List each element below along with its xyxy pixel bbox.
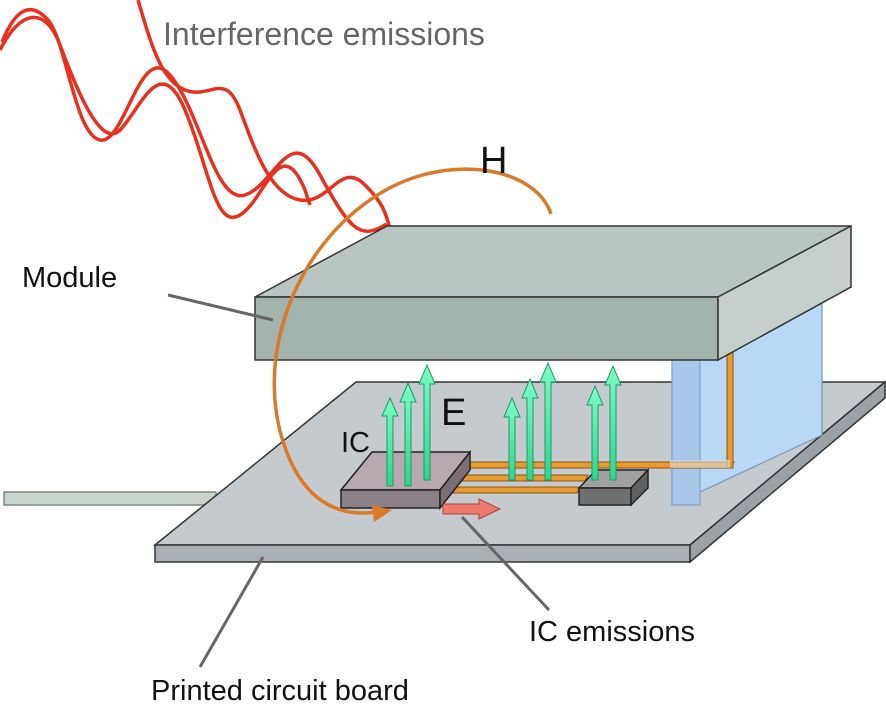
e-arrow-6: [539, 361, 557, 481]
module-right-face: [717, 224, 852, 362]
ic-emission-arrow: [442, 498, 502, 520]
e-field-arrows: [381, 361, 622, 487]
feed-cable: [3, 491, 217, 506]
e-arrow-7: [586, 384, 604, 481]
label-ic-emissions: IC emissions: [529, 616, 695, 648]
h-field-line: [272, 167, 553, 515]
pcb-front-face: [154, 544, 691, 563]
interference-waves: [0, 0, 394, 234]
e-arrow-2: [399, 381, 417, 487]
module-front-face: [254, 296, 719, 361]
trace-shadow: [670, 460, 730, 468]
h-field-arrowhead: [372, 505, 392, 522]
leader-lines: [167, 293, 551, 668]
label-interference-emissions: Interference emissions: [163, 16, 485, 52]
e-arrow-5: [521, 377, 539, 481]
interference-wave-2: [0, 7, 394, 234]
label-printed-circuit-board: Printed circuit board: [151, 675, 409, 705]
e-arrow-8: [604, 364, 622, 481]
e-arrow-4: [503, 396, 521, 481]
e-arrow-3: [418, 363, 436, 481]
interference-wave-3: [136, 0, 394, 233]
e-arrow-1: [381, 396, 399, 487]
leader-ic-emissions: [460, 515, 551, 612]
trace-2: [445, 474, 589, 482]
leader-module: [167, 293, 274, 322]
leader-pcb: [198, 556, 265, 668]
module-block: [254, 224, 852, 362]
trace-3: [436, 486, 581, 494]
label-h-field: H: [480, 140, 508, 182]
label-ic: IC: [341, 427, 370, 459]
label-e-field: E: [441, 392, 467, 434]
label-module: Module: [22, 262, 118, 294]
